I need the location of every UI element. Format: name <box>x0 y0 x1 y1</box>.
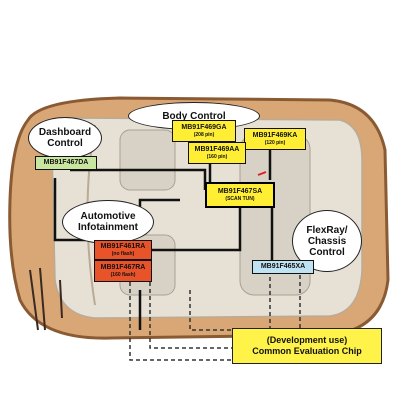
chip-mb91f461ra: MB91F461RA (no flash) <box>94 240 152 260</box>
chip-mb91f465xa: MB91F465XA <box>252 260 314 274</box>
cable-left-2 <box>39 267 46 331</box>
label-dashboard-control-text: Dashboard Control <box>38 127 92 149</box>
label-automotive-infotainment-text: Automotive Infotainment <box>78 211 138 233</box>
chip-mb91f461ra-name: MB91F461RA <box>100 243 146 250</box>
chip-mb91f467da-name: MB91F467DA <box>43 159 89 166</box>
dev-box-line1: (Development use) <box>266 335 348 345</box>
chip-mb91f469ka: MB91F469KA (120 pin) <box>244 128 306 150</box>
cable-left-1 <box>29 269 39 331</box>
label-dashboard-control: Dashboard Control <box>28 117 102 159</box>
cable-left-3 <box>59 279 63 319</box>
dev-box-line2: Common Evaluation Chip <box>252 346 362 356</box>
chip-mb91f469ga-name: MB91F469GA <box>181 124 227 131</box>
chip-mb91f469ga-sub: (208 pin) <box>193 132 215 138</box>
chip-mb91f469aa-name: MB91F469AA <box>194 146 240 153</box>
chip-mb91f467sa-name: MB91F467SA <box>217 188 263 195</box>
chip-mb91f469aa-sub: (160 pin) <box>206 154 228 160</box>
chip-mb91f467ra-name: MB91F467RA <box>100 264 146 271</box>
chip-mb91f469ka-name: MB91F469KA <box>252 132 298 139</box>
chip-mb91f467sa-sub: (SCAN TUN) <box>225 196 255 202</box>
chip-mb91f461ra-sub: (no flash) <box>111 251 135 257</box>
label-flexray-chassis-control-text: FlexRay/ Chassis Control <box>306 224 348 258</box>
label-body-control-text: Body Control <box>162 110 226 122</box>
chip-mb91f469ka-sub: (120 pin) <box>264 140 286 146</box>
chip-mb91f469aa: MB91F469AA (160 pin) <box>188 142 246 164</box>
label-body-control: Body Control <box>128 102 260 130</box>
chip-mb91f467ra-sub: (160 flash) <box>110 272 136 278</box>
chip-mb91f467sa: MB91F467SA (SCAN TUN) <box>205 182 275 208</box>
seat-front-left <box>119 129 176 191</box>
red-marker <box>257 171 267 176</box>
chip-mb91f467ra: MB91F467RA (160 flash) <box>94 260 152 282</box>
chip-mb91f469ga: MB91F469GA (208 pin) <box>172 120 236 142</box>
chip-mb91f467da: MB91F467DA <box>35 156 97 170</box>
label-automotive-infotainment: Automotive Infotainment <box>62 200 154 244</box>
chip-mb91f465xa-name: MB91F465XA <box>260 263 306 270</box>
label-flexray-chassis-control: FlexRay/ Chassis Control <box>292 210 362 272</box>
development-evaluation-chip-box: (Development use) Common Evaluation Chip <box>232 328 382 364</box>
